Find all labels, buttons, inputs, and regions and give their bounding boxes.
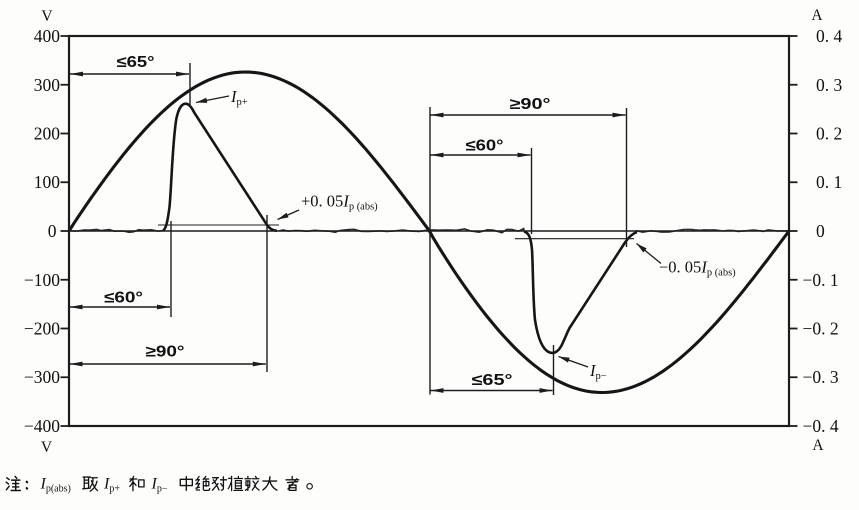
svg-text:V: V	[41, 8, 53, 25]
svg-text:0. 4: 0. 4	[816, 26, 843, 46]
svg-text:≤60°: ≤60°	[466, 138, 504, 155]
svg-text:0. 2: 0. 2	[816, 124, 842, 144]
svg-text:≥90°: ≥90°	[510, 96, 551, 113]
svg-text:−0. 1: −0. 1	[803, 270, 839, 290]
svg-text:−400: −400	[24, 416, 60, 436]
svg-text:−0. 4: −0. 4	[803, 416, 839, 436]
svg-text:A: A	[812, 437, 824, 454]
svg-text:Ip+: Ip+	[103, 476, 120, 495]
svg-text:−0. 2: −0. 2	[803, 319, 839, 339]
svg-text:300: 300	[34, 75, 61, 95]
svg-text:0: 0	[816, 221, 825, 241]
svg-text:Ip+: Ip+	[230, 87, 248, 108]
svg-text:400: 400	[34, 26, 61, 46]
svg-text:200: 200	[34, 124, 61, 144]
svg-text:A: A	[811, 7, 823, 24]
svg-text:≤65°: ≤65°	[117, 54, 155, 71]
svg-text:Ip(abs): Ip(abs)	[40, 476, 71, 495]
svg-text:−0. 3: −0. 3	[803, 367, 839, 387]
svg-text:V: V	[41, 439, 53, 456]
svg-text:≤60°: ≤60°	[104, 290, 143, 307]
svg-text:Ip−: Ip−	[151, 476, 168, 495]
svg-text:0. 3: 0. 3	[816, 75, 843, 95]
svg-text:≤65°: ≤65°	[472, 372, 513, 389]
svg-text:0. 1: 0. 1	[816, 172, 842, 192]
svg-text:0: 0	[48, 221, 57, 241]
svg-text:−300: −300	[24, 367, 60, 387]
svg-text:100: 100	[34, 172, 61, 192]
svg-text:Ip−: Ip−	[589, 361, 607, 382]
svg-text:−200: −200	[24, 319, 60, 339]
svg-text:−100: −100	[24, 270, 60, 290]
svg-text:≥90°: ≥90°	[146, 344, 185, 361]
